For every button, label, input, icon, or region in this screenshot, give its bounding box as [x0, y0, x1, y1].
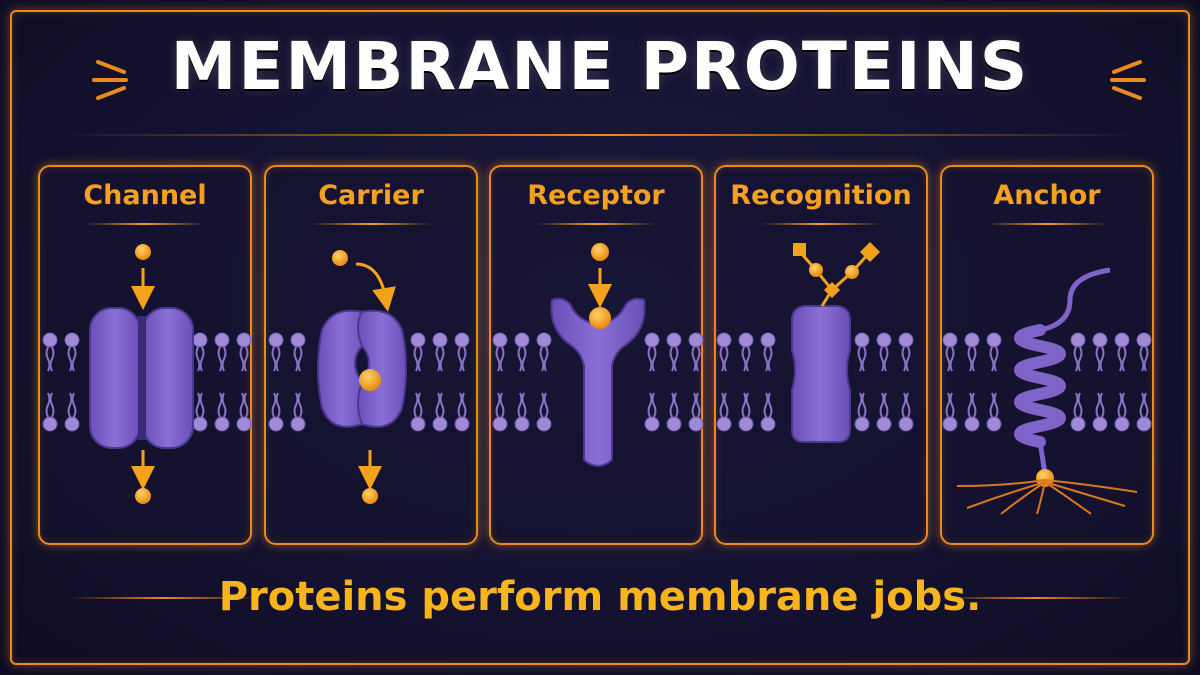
outer-frame	[10, 10, 1190, 665]
channel-protein-icon	[89, 244, 194, 504]
lipid-molecule	[854, 332, 870, 432]
lipid-molecule	[192, 332, 208, 432]
lipid-molecule	[1092, 332, 1108, 432]
lipid-molecule	[898, 332, 914, 432]
lipid-molecule	[738, 332, 754, 432]
page-title: MEMBRANE PROTEINS	[170, 28, 1030, 105]
title-divider	[60, 134, 1140, 136]
lipid-molecule	[410, 332, 426, 432]
right-rays-icon	[1110, 60, 1146, 100]
caption: Proteins perform membrane jobs.	[218, 574, 982, 620]
lipid-molecule	[876, 332, 892, 432]
lipid-molecule	[942, 332, 958, 432]
lipid-molecule	[536, 332, 552, 432]
lipid-molecule	[492, 332, 508, 432]
lipid-molecule	[644, 332, 660, 432]
lipid-molecule	[268, 332, 284, 432]
lipid-molecule	[42, 332, 58, 432]
lipid-molecule	[1070, 332, 1086, 432]
label-channel: Channel	[83, 180, 207, 211]
label-anchor: Anchor	[993, 180, 1101, 211]
lipid-molecule	[64, 332, 80, 432]
lipid-molecule	[432, 332, 448, 432]
lipid-molecule	[290, 332, 306, 432]
lipid-molecule	[986, 332, 1002, 432]
label-underline	[311, 223, 431, 225]
lipid-molecule	[964, 332, 980, 432]
label-underline	[85, 223, 205, 225]
lipid-molecule	[514, 332, 530, 432]
caption-rule-left	[70, 597, 260, 599]
lipid-molecule	[716, 332, 732, 432]
receptor-protein-icon	[550, 243, 646, 467]
carrier-protein-icon	[317, 250, 407, 504]
label-underline	[536, 223, 656, 225]
label-carrier: Carrier	[318, 180, 424, 211]
label-underline	[987, 223, 1107, 225]
label-underline	[761, 223, 881, 225]
lipid-molecule	[454, 332, 470, 432]
lipid-molecule	[666, 332, 682, 432]
lipid-molecule	[760, 332, 776, 432]
anchor-protein-icon	[956, 267, 1138, 515]
left-rays-icon	[92, 60, 128, 100]
lipid-molecule	[214, 332, 230, 432]
recognition-protein-icon	[791, 242, 880, 443]
label-recognition: Recognition	[730, 180, 912, 211]
label-receptor: Receptor	[527, 180, 665, 211]
caption-rule-right	[940, 597, 1130, 599]
lipid-molecule	[1114, 332, 1130, 432]
lipid-molecule	[688, 332, 704, 432]
lipid-molecule	[236, 332, 252, 432]
lipid-molecule	[1136, 332, 1152, 432]
